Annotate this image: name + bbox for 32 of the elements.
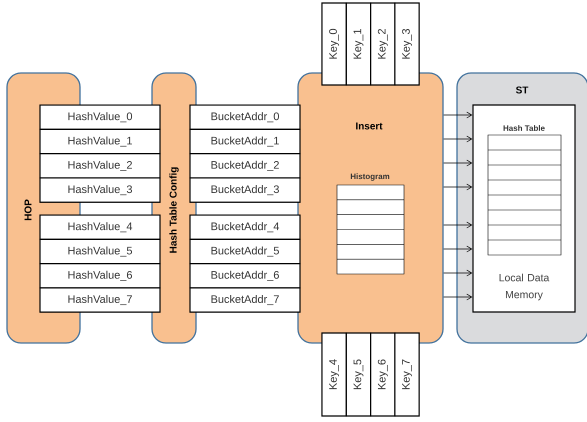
signal-box: BucketAddr_1: [189, 128, 301, 154]
key-box: Key_1: [346, 2, 372, 86]
signal-box: HashValue_6: [39, 263, 161, 289]
key-box: Key_5: [346, 332, 372, 417]
arrow: [443, 112, 472, 118]
signal-box: BucketAddr_3: [189, 177, 301, 203]
signal-box: HashValue_3: [39, 177, 161, 203]
signal-box: BucketAddr_2: [189, 153, 301, 179]
arrow: [443, 136, 472, 142]
arrow: [443, 184, 472, 190]
signal-box: BucketAddr_5: [189, 238, 301, 264]
signal-box: BucketAddr_4: [189, 214, 301, 240]
signal-box: BucketAddr_0: [189, 104, 301, 130]
signal-box: HashValue_7: [39, 287, 161, 313]
signal-box: HashValue_1: [39, 128, 161, 154]
arrow: [443, 270, 472, 276]
key-box: Key_3: [394, 2, 420, 86]
arrow: [443, 246, 472, 252]
key-box: Key_4: [321, 332, 347, 417]
signal-box: HashValue_5: [39, 238, 161, 264]
key-box: Key_7: [394, 332, 420, 417]
signal-box: BucketAddr_7: [189, 287, 301, 313]
signal-box: BucketAddr_6: [189, 263, 301, 289]
key-box: Key_6: [370, 332, 396, 417]
signal-box: HashValue_4: [39, 214, 161, 240]
key-box: Key_2: [370, 2, 396, 86]
arrow: [443, 160, 472, 166]
signal-box: HashValue_0: [39, 104, 161, 130]
key-box: Key_0: [321, 2, 347, 86]
arrow: [443, 222, 472, 228]
arrow: [443, 294, 472, 300]
signal-box: HashValue_2: [39, 153, 161, 179]
